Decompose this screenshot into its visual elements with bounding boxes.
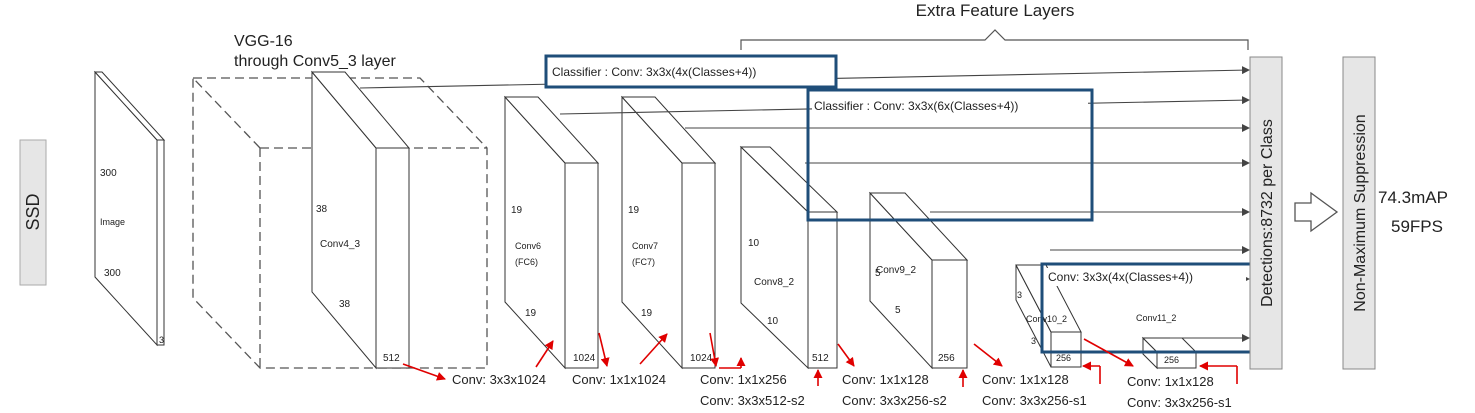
conv-label-b: Conv: 1x1x1024 (572, 372, 666, 387)
conv9-label: Conv9_2 (876, 265, 916, 276)
detections-box: Detections:8732 per Class (1249, 56, 1283, 370)
ssd-label-text: SSD (23, 193, 43, 230)
conv6-depth: 1024 (573, 353, 596, 364)
conv4-label: Conv4_3 (320, 239, 360, 250)
conv4-size-bottom: 38 (339, 299, 351, 310)
classifier-2-text: Classifier : Conv: 3x3x(6x(Classes+4)) (814, 99, 1018, 113)
nms-text: Non-Maximum Suppression (1352, 114, 1369, 311)
classifier-3-text: Conv: 3x3x(4x(Classes+4)) (1048, 270, 1193, 284)
conv7-block: 19 Conv7 (FC7) 19 1024 (620, 95, 717, 370)
conv10-depth: 256 (1056, 353, 1071, 363)
conv9-2-block: 5 . . Conv9_2 5 256 (868, 191, 969, 370)
vgg-label-line2: through Conv5_3 layer (234, 53, 397, 70)
input-depth: 3 (159, 335, 164, 345)
conv9-size-top: 5 (875, 268, 881, 279)
input-size-top: 300 (100, 168, 117, 179)
conv8-size-top: 10 (748, 238, 760, 249)
to-nms-arrow (1294, 191, 1339, 233)
conv6-label1: Conv6 (515, 241, 541, 251)
nms-box: Non-Maximum Suppression (1342, 56, 1376, 370)
conv8-depth: 512 (812, 353, 829, 364)
conv6-size-bottom: 19 (525, 308, 537, 319)
conv-label-c2: Conv: 3x3x512-s2 (700, 393, 805, 408)
result-fps: 59FPS (1391, 217, 1443, 236)
extra-feature-layers-label: Extra Feature Layers (916, 1, 1075, 20)
conv11-label: Conv11_2 (1136, 313, 1176, 323)
extra-feature-layers-brace (740, 29, 1249, 50)
conv-label-a: Conv: 3x3x1024 (452, 372, 546, 387)
conv11-depth: 256 (1164, 355, 1179, 365)
conv-label-c1: Conv: 1x1x256 (700, 372, 787, 387)
conv7-size-top: 19 (628, 205, 640, 216)
conv10-label: Conv10_2 (1026, 314, 1067, 324)
red-transition-arrows (402, 332, 1238, 387)
classifier-1-text: Classifier : Conv: 3x3x(4x(Classes+4)) (552, 65, 756, 79)
conv-label-f1: Conv: 1x1x128 (1127, 374, 1214, 389)
conv7-size-bottom: 19 (641, 308, 653, 319)
conv-operation-labels: Conv: 3x3x1024 Conv: 1x1x1024 Conv: 1x1x… (452, 372, 1232, 410)
conv4-size-top: 38 (316, 204, 328, 215)
vgg-label-line1: VGG-16 (234, 33, 293, 50)
classifier-box-3: Conv: 3x3x(4x(Classes+4)) (1040, 262, 1258, 354)
conv-label-d2: Conv: 3x3x256-s2 (842, 393, 947, 408)
conv-label-e2: Conv: 3x3x256-s1 (982, 393, 1087, 408)
conv6-label2: (FC6) (515, 257, 538, 267)
conv6-size-top: 19 (511, 205, 523, 216)
conv6-block: 19 Conv6 (FC6) 19 1024 (503, 95, 600, 370)
classifier-box-2: Classifier : Conv: 3x3x(6x(Classes+4)) (806, 88, 1094, 222)
conv-label-f2: Conv: 3x3x256-s1 (1127, 395, 1232, 410)
conv-label-e1: Conv: 1x1x128 (982, 372, 1069, 387)
result-map: 74.3mAP (1378, 188, 1448, 207)
conv10-size-top: 3 (1017, 290, 1022, 300)
classifier-box-1: Classifier : Conv: 3x3x(4x(Classes+4)) (544, 54, 838, 89)
input-size-bottom: 300 (104, 268, 121, 279)
conv-label-d1: Conv: 1x1x128 (842, 372, 929, 387)
detections-text: Detections:8732 per Class (1259, 119, 1276, 307)
conv9-depth: 256 (938, 353, 955, 364)
ssd-label: SSD (19, 139, 47, 286)
conv4-3-block: 38 Conv4_3 38 512 (310, 70, 411, 370)
input-image-block: 300 Image 300 3 (93, 70, 166, 347)
conv10-size-bottom: 3 (1031, 336, 1036, 346)
conv4-depth: 512 (383, 353, 400, 364)
conv8-2-block: 10 Conv8_2 10 512 (739, 145, 839, 370)
conv8-size-bottom: 10 (767, 316, 779, 327)
conv7-label1: Conv7 (632, 241, 658, 251)
conv7-label2: (FC7) (632, 257, 655, 267)
conv11-2-block: Conv11_2 256 (1136, 313, 1198, 370)
conv7-depth: 1024 (690, 353, 713, 364)
conv8-label: Conv8_2 (754, 277, 794, 288)
input-label: Image (100, 217, 125, 227)
conv9-size-bottom: 5 (895, 305, 901, 316)
